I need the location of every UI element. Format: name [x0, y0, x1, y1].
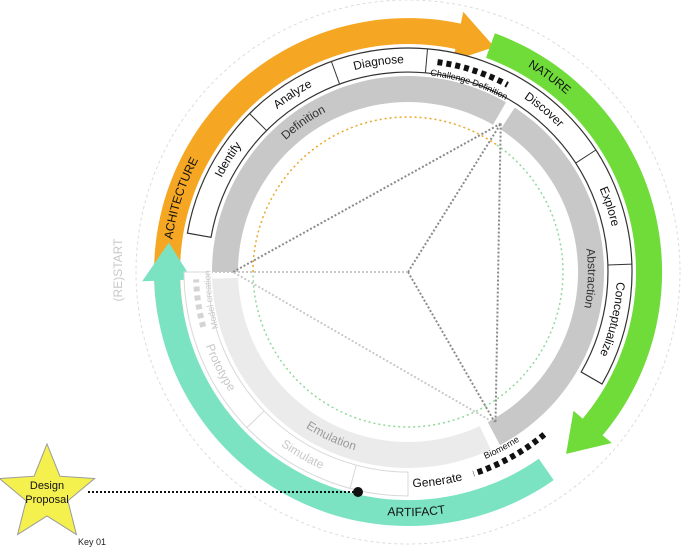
biomerne-link	[472, 432, 547, 477]
triangle-edge-b	[494, 123, 502, 424]
center-spokes	[212, 122, 502, 425]
step-divider	[349, 465, 357, 489]
arrow-label-artifact: ARTIFACT	[387, 502, 447, 519]
star-label-line1: Design	[30, 480, 64, 492]
restart-label: (RE)START	[111, 238, 125, 302]
architecture-arrow	[154, 11, 495, 317]
abstraction-band	[487, 107, 605, 446]
step-dividers	[246, 48, 632, 489]
generate-dot	[353, 487, 363, 497]
model-creation-link	[193, 279, 207, 328]
design-proposal-star	[0, 442, 96, 536]
spoke-b	[407, 271, 497, 425]
challenge-definition-link	[437, 59, 509, 88]
nature-arrow	[486, 33, 663, 454]
outer-dashed-ring	[135, 0, 681, 545]
step-divider	[246, 410, 265, 428]
definition-band	[212, 76, 506, 273]
inner-dotted-arc-bottom	[252, 144, 564, 428]
step-ring	[186, 47, 633, 385]
triangle-edge-c	[232, 271, 496, 425]
step-ring-faded	[183, 271, 409, 497]
key-label: Key 01	[78, 537, 106, 547]
step-divider	[330, 61, 341, 85]
step-label-generate: Generate	[412, 469, 464, 490]
spoke-a	[407, 123, 502, 273]
triangle-edge-a	[232, 122, 502, 273]
step-divider	[575, 149, 597, 164]
emulation-band	[212, 277, 491, 468]
step-divider	[424, 48, 429, 73]
star-label-line2: Proposal	[25, 494, 68, 506]
step-divider	[249, 113, 267, 131]
band-label-abstraction: Abstraction	[581, 248, 599, 310]
step-divider	[607, 263, 632, 266]
artifact-arrow	[142, 242, 554, 527]
